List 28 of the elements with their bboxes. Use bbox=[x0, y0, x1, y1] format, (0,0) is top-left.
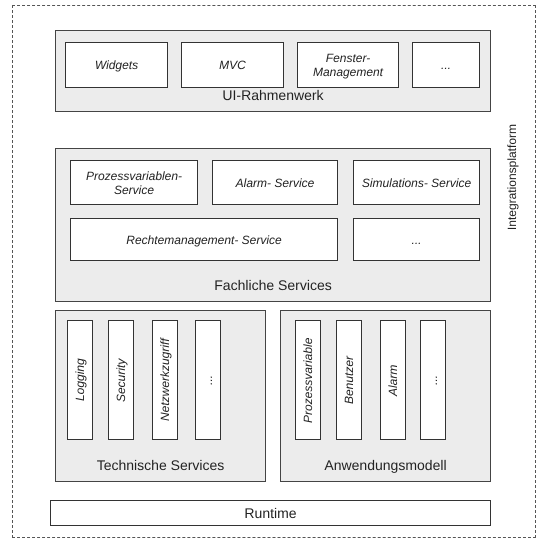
layer-title: Anwendungsmodell bbox=[323, 457, 448, 473]
layer-panel bbox=[55, 30, 491, 112]
component-box: Benutzer bbox=[336, 320, 362, 440]
layer-title: Fachliche Services bbox=[213, 277, 333, 293]
component-box: ... bbox=[420, 320, 446, 440]
component-box: Simulations- Service bbox=[353, 160, 480, 205]
component-box: ... bbox=[353, 218, 480, 261]
component-box: Widgets bbox=[65, 42, 168, 88]
platform-title: Integrationsplatform bbox=[505, 124, 519, 230]
component-box: MVC bbox=[181, 42, 284, 88]
component-box: Security bbox=[108, 320, 134, 440]
layer-title: UI-Rahmenwerk bbox=[221, 87, 325, 103]
component-box: Alarm- Service bbox=[212, 160, 338, 205]
component-box: ... bbox=[195, 320, 221, 440]
layer-panel bbox=[280, 310, 491, 482]
component-box: ... bbox=[412, 42, 480, 88]
component-box: Rechtemanagement- Service bbox=[70, 218, 338, 261]
runtime-bar: Runtime bbox=[50, 500, 491, 526]
layer-panel bbox=[55, 148, 491, 302]
layer-panel bbox=[55, 310, 266, 482]
component-box: Logging bbox=[67, 320, 93, 440]
component-box: Alarm bbox=[380, 320, 406, 440]
component-box: Prozessvariable bbox=[295, 320, 321, 440]
component-box: Netzwerkzugriff bbox=[152, 320, 178, 440]
component-box: Fenster- Management bbox=[297, 42, 399, 88]
component-box: Prozessvariablen- Service bbox=[70, 160, 198, 205]
layer-title: Technische Services bbox=[96, 457, 226, 473]
platform-frame bbox=[12, 5, 536, 538]
